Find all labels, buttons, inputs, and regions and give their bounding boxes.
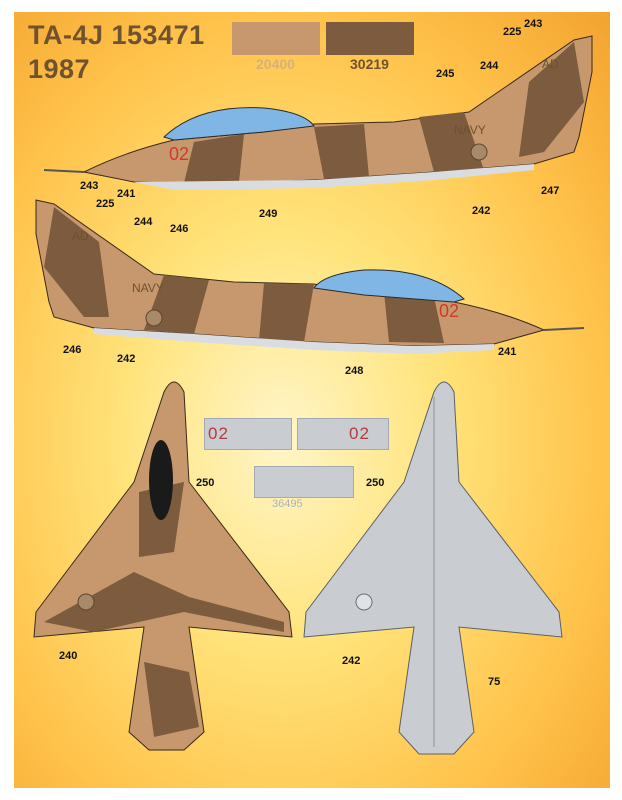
callout-249: 249 — [259, 208, 278, 220]
callout-75: 75 — [488, 676, 501, 688]
callout-225-side: 225 — [96, 198, 115, 210]
swatch-code-sand: 20400 — [256, 56, 295, 72]
callout-242-side: 242 — [117, 353, 136, 365]
callout-246-top: 246 — [170, 223, 189, 235]
callout-240: 240 — [59, 650, 78, 662]
navy-top: NAVY — [454, 123, 486, 137]
modex-side: 02 — [439, 301, 459, 321]
modex-plate-right — [297, 418, 389, 450]
callout-250-left: 250 — [196, 477, 215, 489]
callout-243-side: 243 — [80, 180, 99, 192]
callout-245: 245 — [436, 68, 455, 80]
callout-242-bottom: 242 — [342, 655, 361, 667]
callout-250-right: 250 — [366, 477, 385, 489]
navy-side: NAVY — [132, 281, 164, 295]
aircraft-title: TA-4J 153471 — [28, 20, 205, 50]
serial-plate — [254, 466, 354, 498]
modex-plate-left-text: 02 — [208, 424, 229, 443]
callout-244-side: 244 — [134, 216, 153, 228]
swatch-brown — [326, 22, 414, 55]
swatch-code-brown: 30219 — [350, 56, 389, 72]
callout-225-top: 225 — [503, 26, 522, 38]
modex-plate-right-text: 02 — [349, 424, 370, 443]
modex-top: 02 — [169, 144, 189, 164]
tailcode-top: AD — [542, 57, 559, 71]
callout-246-bottom: 246 — [63, 344, 82, 356]
tailcode-side: AD — [72, 229, 89, 243]
callout-248: 248 — [345, 365, 364, 377]
modex-plate-left — [204, 418, 292, 450]
callout-243-top: 243 — [524, 18, 543, 30]
top-view — [33, 381, 293, 751]
aircraft-illustrations: 02 NAVY AD 02 NAVY AD — [33, 35, 593, 755]
profile-left-facing — [43, 35, 593, 190]
callout-247: 247 — [541, 185, 560, 197]
callout-241-top: 241 — [117, 188, 136, 200]
callout-242-top: 242 — [472, 205, 491, 217]
profile-right-facing — [35, 199, 585, 354]
callout-241-side: 241 — [498, 346, 517, 358]
aircraft-year: 1987 — [28, 54, 91, 84]
callout-244-top: 244 — [480, 60, 499, 72]
bottom-view — [303, 381, 563, 755]
serial-plate-text: 36495 — [272, 498, 303, 510]
decal-sheet: TA-4J 153471 1987 20400 30219 02 NAVY AD — [14, 12, 610, 788]
swatch-sand — [232, 22, 320, 55]
